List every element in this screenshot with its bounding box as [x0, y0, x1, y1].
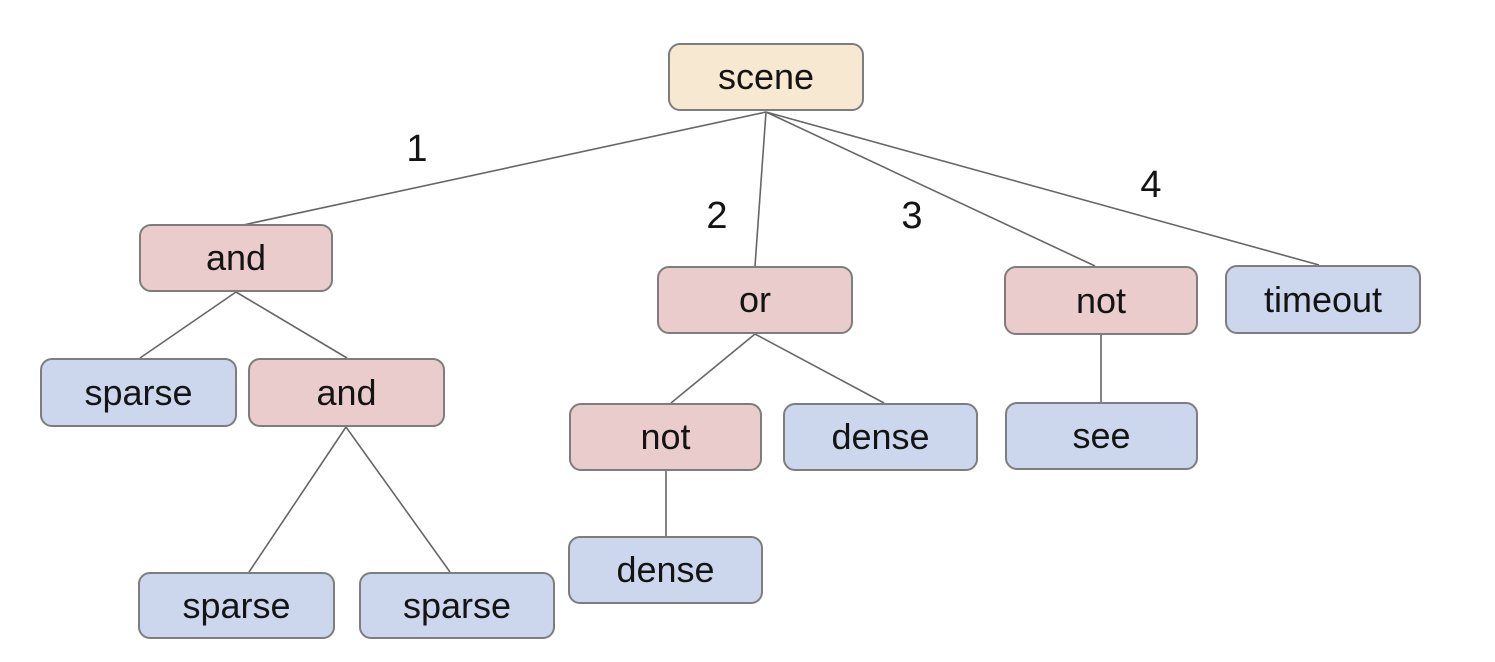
node-timeout: timeout — [1225, 265, 1421, 334]
edge-label-4: 4 — [1140, 164, 1161, 206]
node-sparse-1: sparse — [40, 358, 237, 427]
edge-label-2: 2 — [706, 195, 727, 237]
node-and-1-label: and — [205, 237, 267, 278]
node-sparse-3-label: sparse — [402, 584, 512, 626]
edge-and-and — [235, 291, 348, 359]
edge-scene-timeout — [765, 111, 1320, 266]
node-timeout-label: timeout — [1263, 278, 1383, 320]
edge-or-dense — [754, 333, 885, 404]
edge-or-not — [670, 333, 756, 404]
edge-label-3: 3 — [901, 195, 922, 237]
edge-and-sparse — [139, 291, 237, 359]
node-not-2-label: not — [640, 416, 691, 457]
node-sparse-2-label: sparse — [182, 584, 291, 626]
node-not-2: not — [569, 403, 762, 471]
node-sparse-1-label: sparse — [84, 371, 193, 413]
node-and-2-label: and — [316, 371, 377, 413]
node-or-label: or — [738, 279, 771, 320]
node-not-1: not — [1004, 266, 1198, 335]
edge-label-1: 1 — [406, 128, 427, 170]
node-scene: scene — [668, 43, 864, 111]
node-see-label: see — [1072, 415, 1131, 456]
node-dense-1: dense — [783, 403, 978, 471]
edge-scene-or — [754, 111, 767, 267]
edge-and2-sparse2 — [248, 426, 347, 573]
node-dense-2-label: dense — [616, 549, 715, 590]
node-not-1-label: not — [1075, 279, 1127, 321]
node-dense-2: dense — [568, 536, 763, 604]
node-and-2: and — [248, 358, 445, 427]
node-see: see — [1005, 402, 1198, 470]
node-or: or — [657, 266, 853, 334]
edge-and2-sparse3 — [345, 426, 451, 573]
node-sparse-3: sparse — [359, 572, 555, 639]
node-scene-label: scene — [717, 56, 815, 97]
node-sparse-2: sparse — [138, 572, 335, 639]
node-dense-1-label: dense — [831, 416, 930, 457]
edge-scene-not — [765, 111, 1096, 267]
edge-scene-and — [242, 111, 767, 226]
node-and-1: and — [139, 224, 333, 292]
